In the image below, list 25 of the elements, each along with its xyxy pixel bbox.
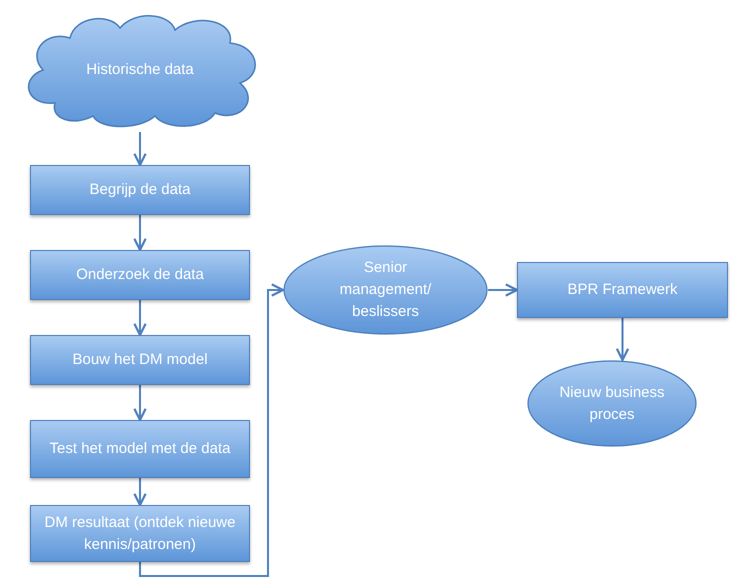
node-label: Onderzoek de data	[76, 265, 204, 285]
process-box	[30, 505, 250, 562]
process-box	[30, 420, 250, 478]
ellipse-node	[283, 245, 488, 335]
ellipse-node	[527, 360, 697, 447]
process-box	[30, 250, 250, 300]
process-box	[30, 335, 250, 385]
arrow	[488, 283, 518, 297]
node-label: BPR Framewerk	[567, 280, 678, 300]
node-label: Bouw het DM model	[72, 350, 208, 370]
node-label: Nieuw business proces	[558, 382, 666, 424]
arrow	[133, 215, 147, 252]
arrow	[133, 300, 147, 336]
node-label: Begrijp de data	[90, 180, 190, 200]
arrow	[616, 318, 630, 362]
arrow	[133, 132, 147, 166]
node-label: Test het model met de data	[50, 439, 230, 459]
process-box	[30, 165, 250, 215]
node-label: Historische data	[86, 60, 194, 80]
arrow	[139, 283, 284, 577]
process-box	[517, 262, 728, 318]
node-label: Senior management/ beslissers	[338, 258, 432, 322]
arrow	[133, 385, 147, 422]
node-label: DM resultaat (ontdek nieuwe kennis/patronen)	[44, 512, 236, 554]
arrow	[133, 478, 147, 506]
